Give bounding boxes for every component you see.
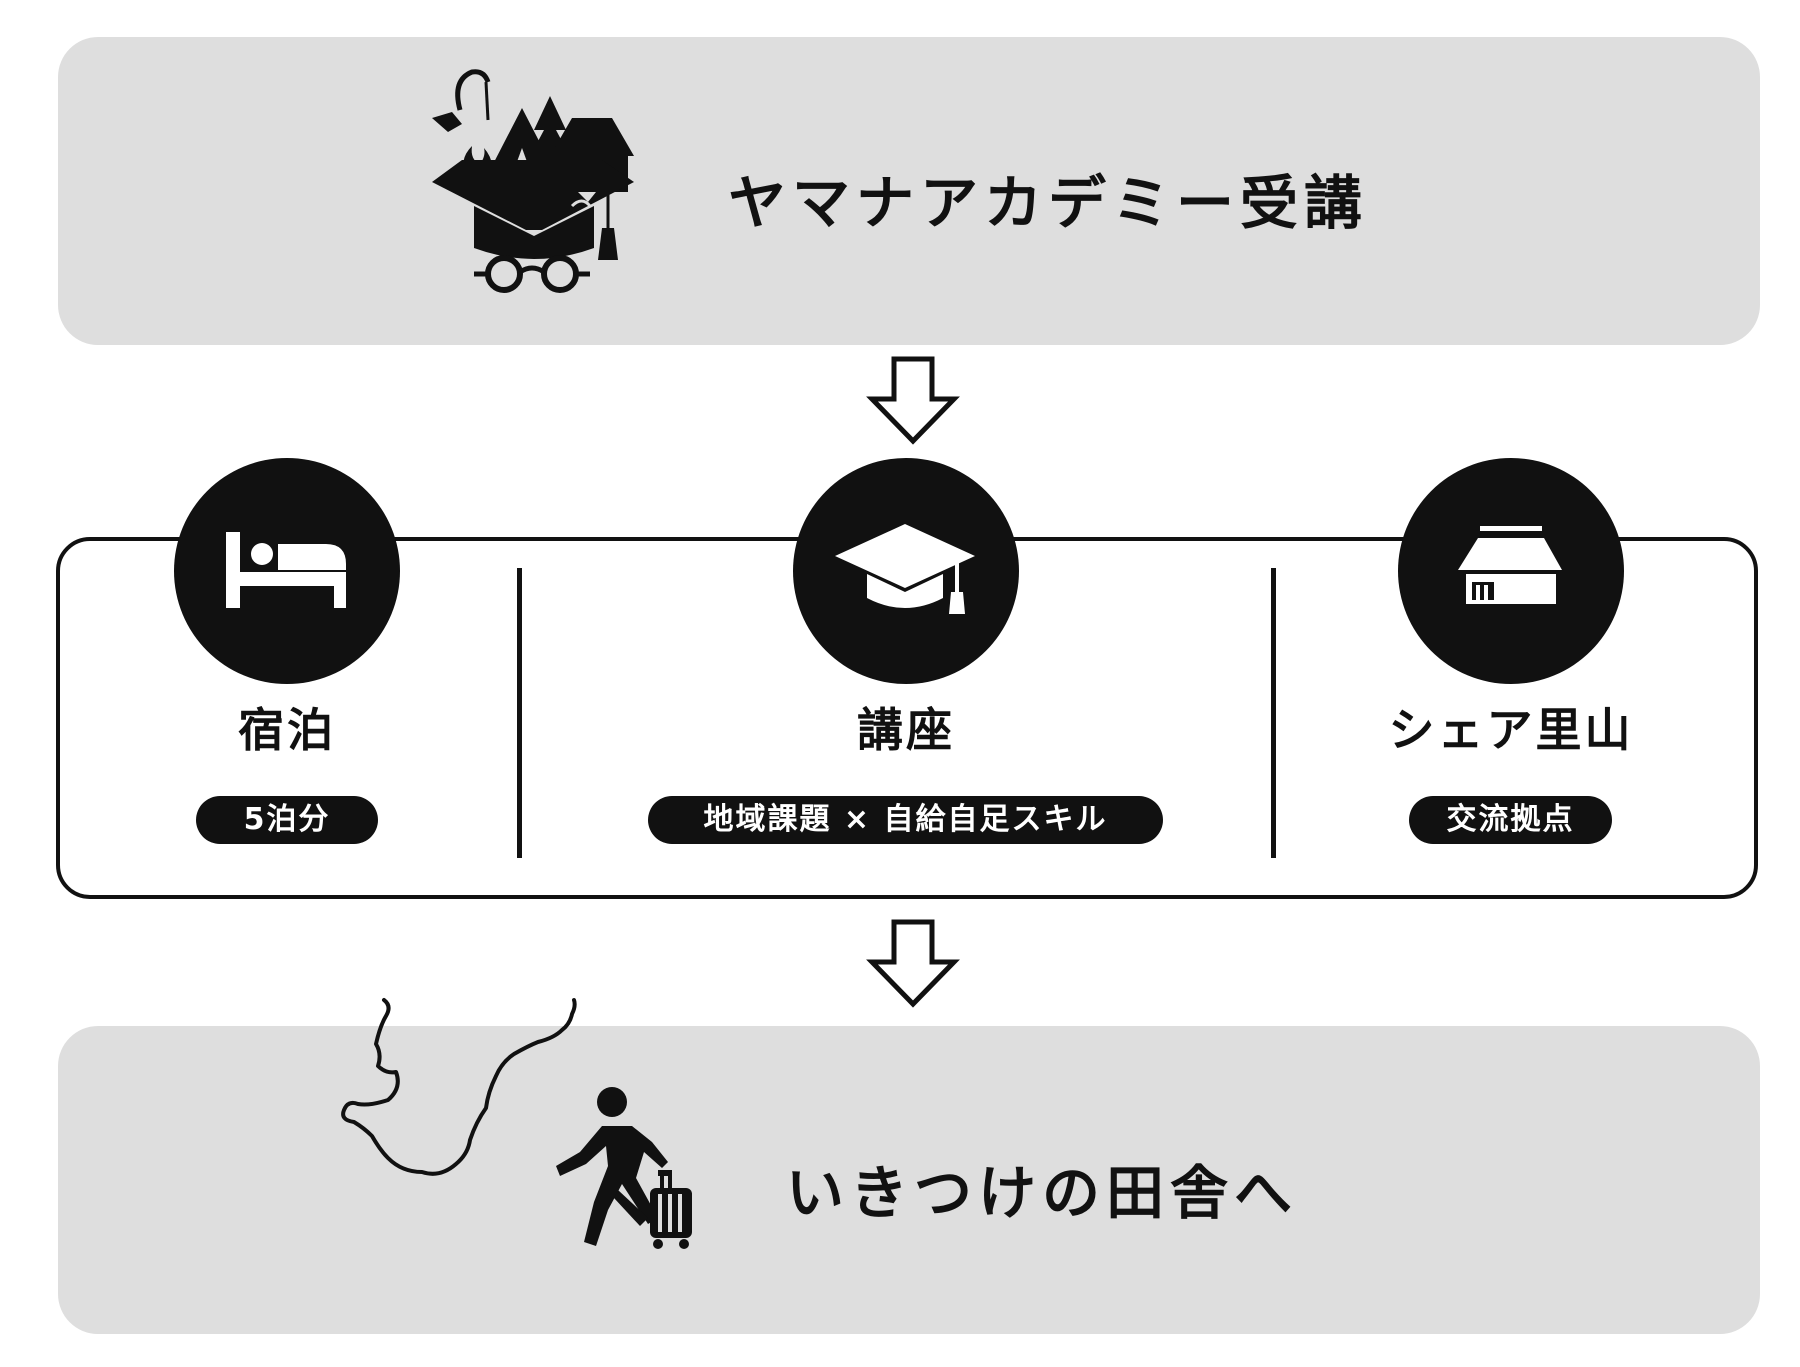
step-circle-stay (174, 458, 400, 684)
traveler-with-suitcase-icon (556, 1087, 692, 1249)
bottom-title: いきつけの田舎へ (786, 1159, 1299, 1227)
down-arrow-icon (866, 356, 960, 445)
step-divider (517, 568, 522, 858)
step-tag-stay: 5泊分 (196, 796, 378, 844)
top-title: ヤマナアカデミー受講 (728, 169, 1369, 237)
step-label-satoyama: シェア里山 (1388, 703, 1634, 757)
step-tag-course: 地域課題 × 自給自足スキル (648, 796, 1163, 844)
step-tag-satoyama: 交流拠点 (1409, 796, 1612, 844)
step-label-course: 講座 (857, 703, 955, 757)
academy-cap-logo-icon (432, 69, 634, 293)
thatched-house-icon (1458, 526, 1562, 604)
step-label-stay: 宿泊 (238, 703, 336, 757)
step-circle-satoyama (1398, 458, 1624, 684)
bed-icon (226, 532, 346, 608)
step-divider (1271, 568, 1276, 858)
map-outline-icon (341, 998, 577, 1176)
bottom-panel (58, 1026, 1760, 1334)
graduation-cap-icon (835, 524, 975, 614)
down-arrow-icon (866, 919, 960, 1008)
top-panel (58, 37, 1760, 345)
step-circle-course (793, 458, 1019, 684)
